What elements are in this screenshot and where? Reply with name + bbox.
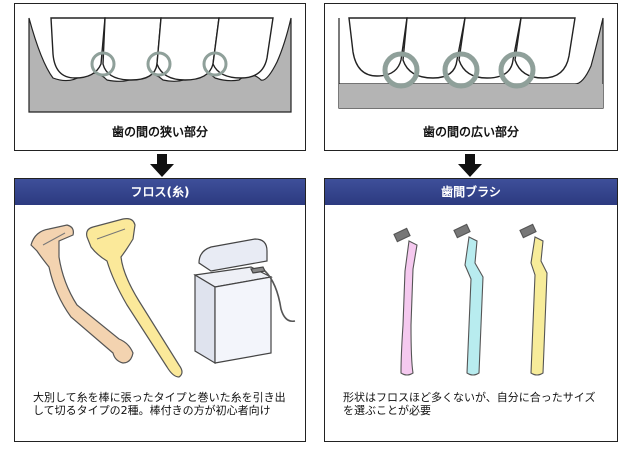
interdental-brush-cyan [453, 223, 484, 376]
brush-panel: 歯間ブラシ 形状はフロスほど多くないが、自分に合ったサイズを選ぶことが必要 [324, 178, 618, 442]
brush-header: 歯間ブラシ [325, 179, 617, 205]
brush-description: 形状はフロスほど多くないが、自分に合ったサイズを選ぶことが必要 [343, 391, 596, 417]
down-arrow-icon [150, 154, 174, 177]
floss-description: 大別して糸を棒に張ったタイプと巻いた糸を引き出して切るタイプの2種。棒付きの方が… [33, 391, 286, 417]
floss-pick-yellow [86, 218, 183, 378]
floss-header: フロス(糸) [15, 179, 305, 205]
floss-rings [90, 51, 228, 77]
floss-dispenser [193, 238, 296, 365]
brush-rings [382, 51, 536, 89]
interdental-brush-pink [393, 227, 418, 376]
down-arrow-icon [458, 154, 482, 177]
brush-illustration [393, 223, 548, 376]
wide-gap-teeth-illustration [338, 17, 604, 109]
floss-panel: フロス(糸) 大別して糸を棒に張ったタイプと巻いた糸を引き出して切るタイプの2種… [14, 178, 306, 442]
floss-illustration [30, 218, 296, 378]
interdental-brush-yellow [519, 223, 548, 376]
narrow-gap-panel: 歯の間の狭い部分 [14, 3, 306, 151]
narrow-gap-caption: 歯の間の狭い部分 [111, 125, 208, 139]
narrow-gap-teeth-illustration [28, 17, 292, 113]
wide-gap-panel: 歯の間の広い部分 [324, 3, 618, 151]
teeth [50, 17, 274, 81]
wide-gap-caption: 歯の間の広い部分 [422, 125, 519, 139]
floss-pick-orange [30, 224, 134, 364]
